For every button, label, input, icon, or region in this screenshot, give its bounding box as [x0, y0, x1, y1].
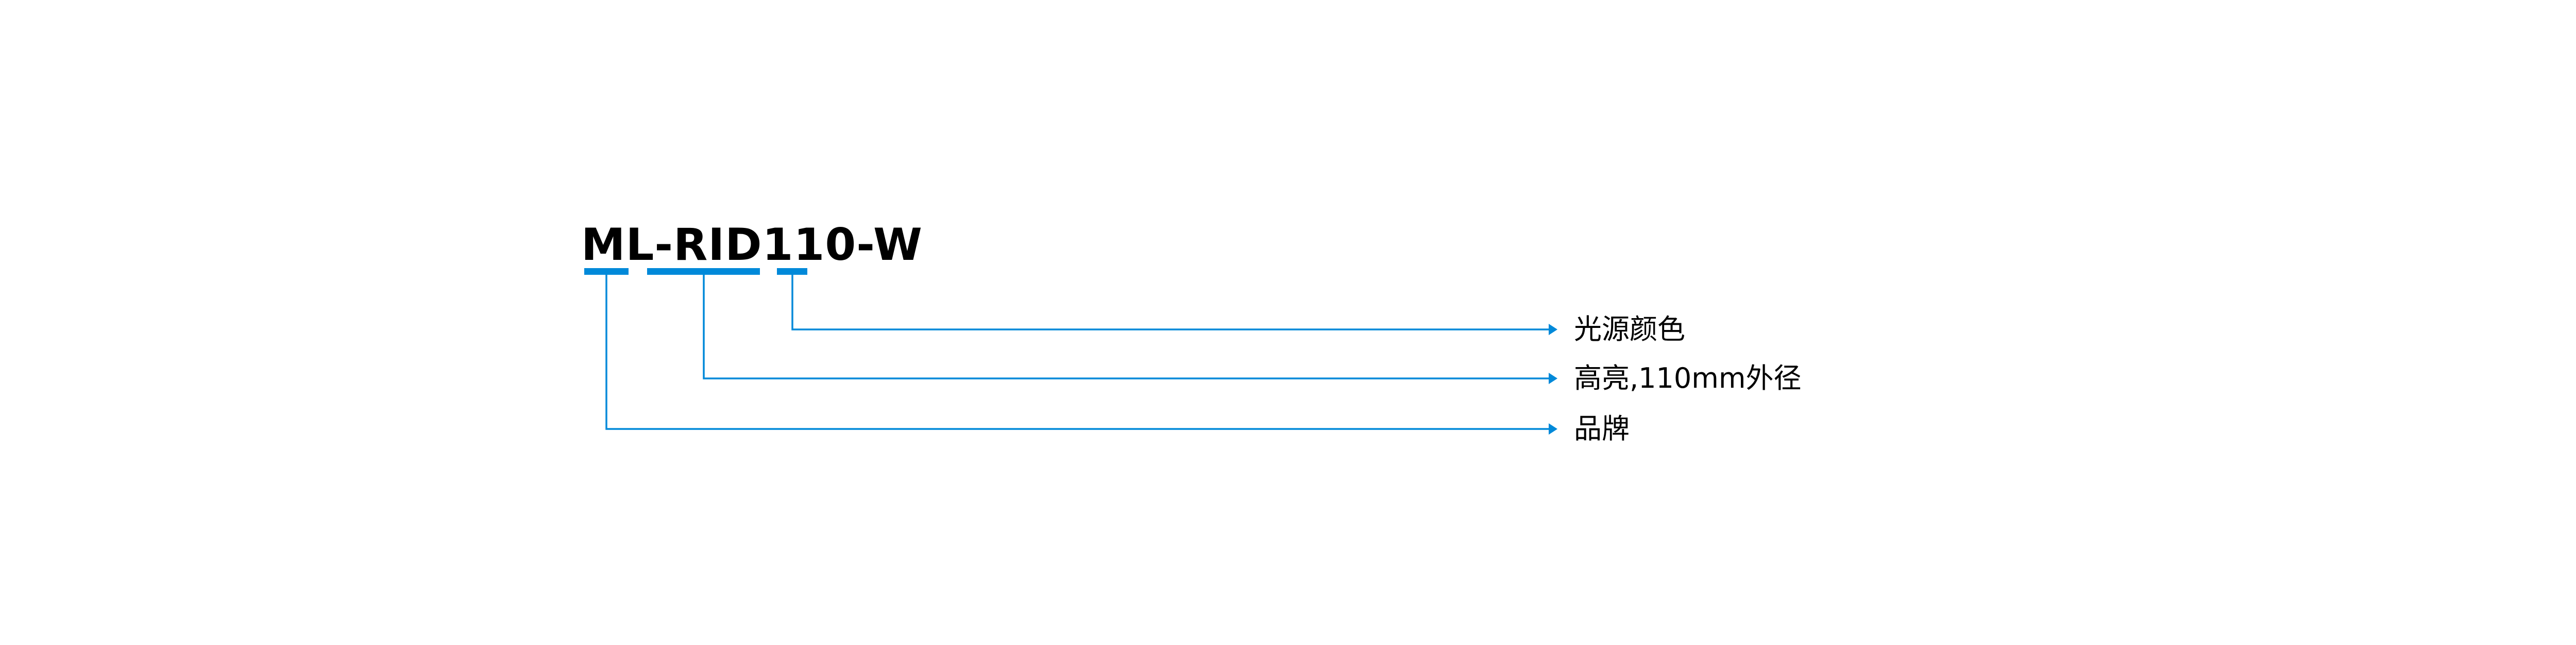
- arrow-icon: [1549, 423, 1557, 435]
- arrow-icon: [1549, 324, 1557, 335]
- arrow-icon: [1549, 373, 1557, 384]
- label-size: 高亮,110mm外径: [1574, 362, 1802, 394]
- model-code: ML-RID110-W: [581, 219, 923, 271]
- leader-line-color: [791, 275, 1551, 330]
- leader-line-size: [703, 275, 1551, 379]
- segment-bar-brand: [584, 268, 629, 275]
- label-brand: 品牌: [1574, 412, 1630, 445]
- segment-bar-color: [777, 268, 807, 275]
- label-light-color: 光源颜色: [1574, 313, 1685, 345]
- segment-bar-size: [647, 268, 760, 275]
- leader-line-brand: [605, 275, 1551, 430]
